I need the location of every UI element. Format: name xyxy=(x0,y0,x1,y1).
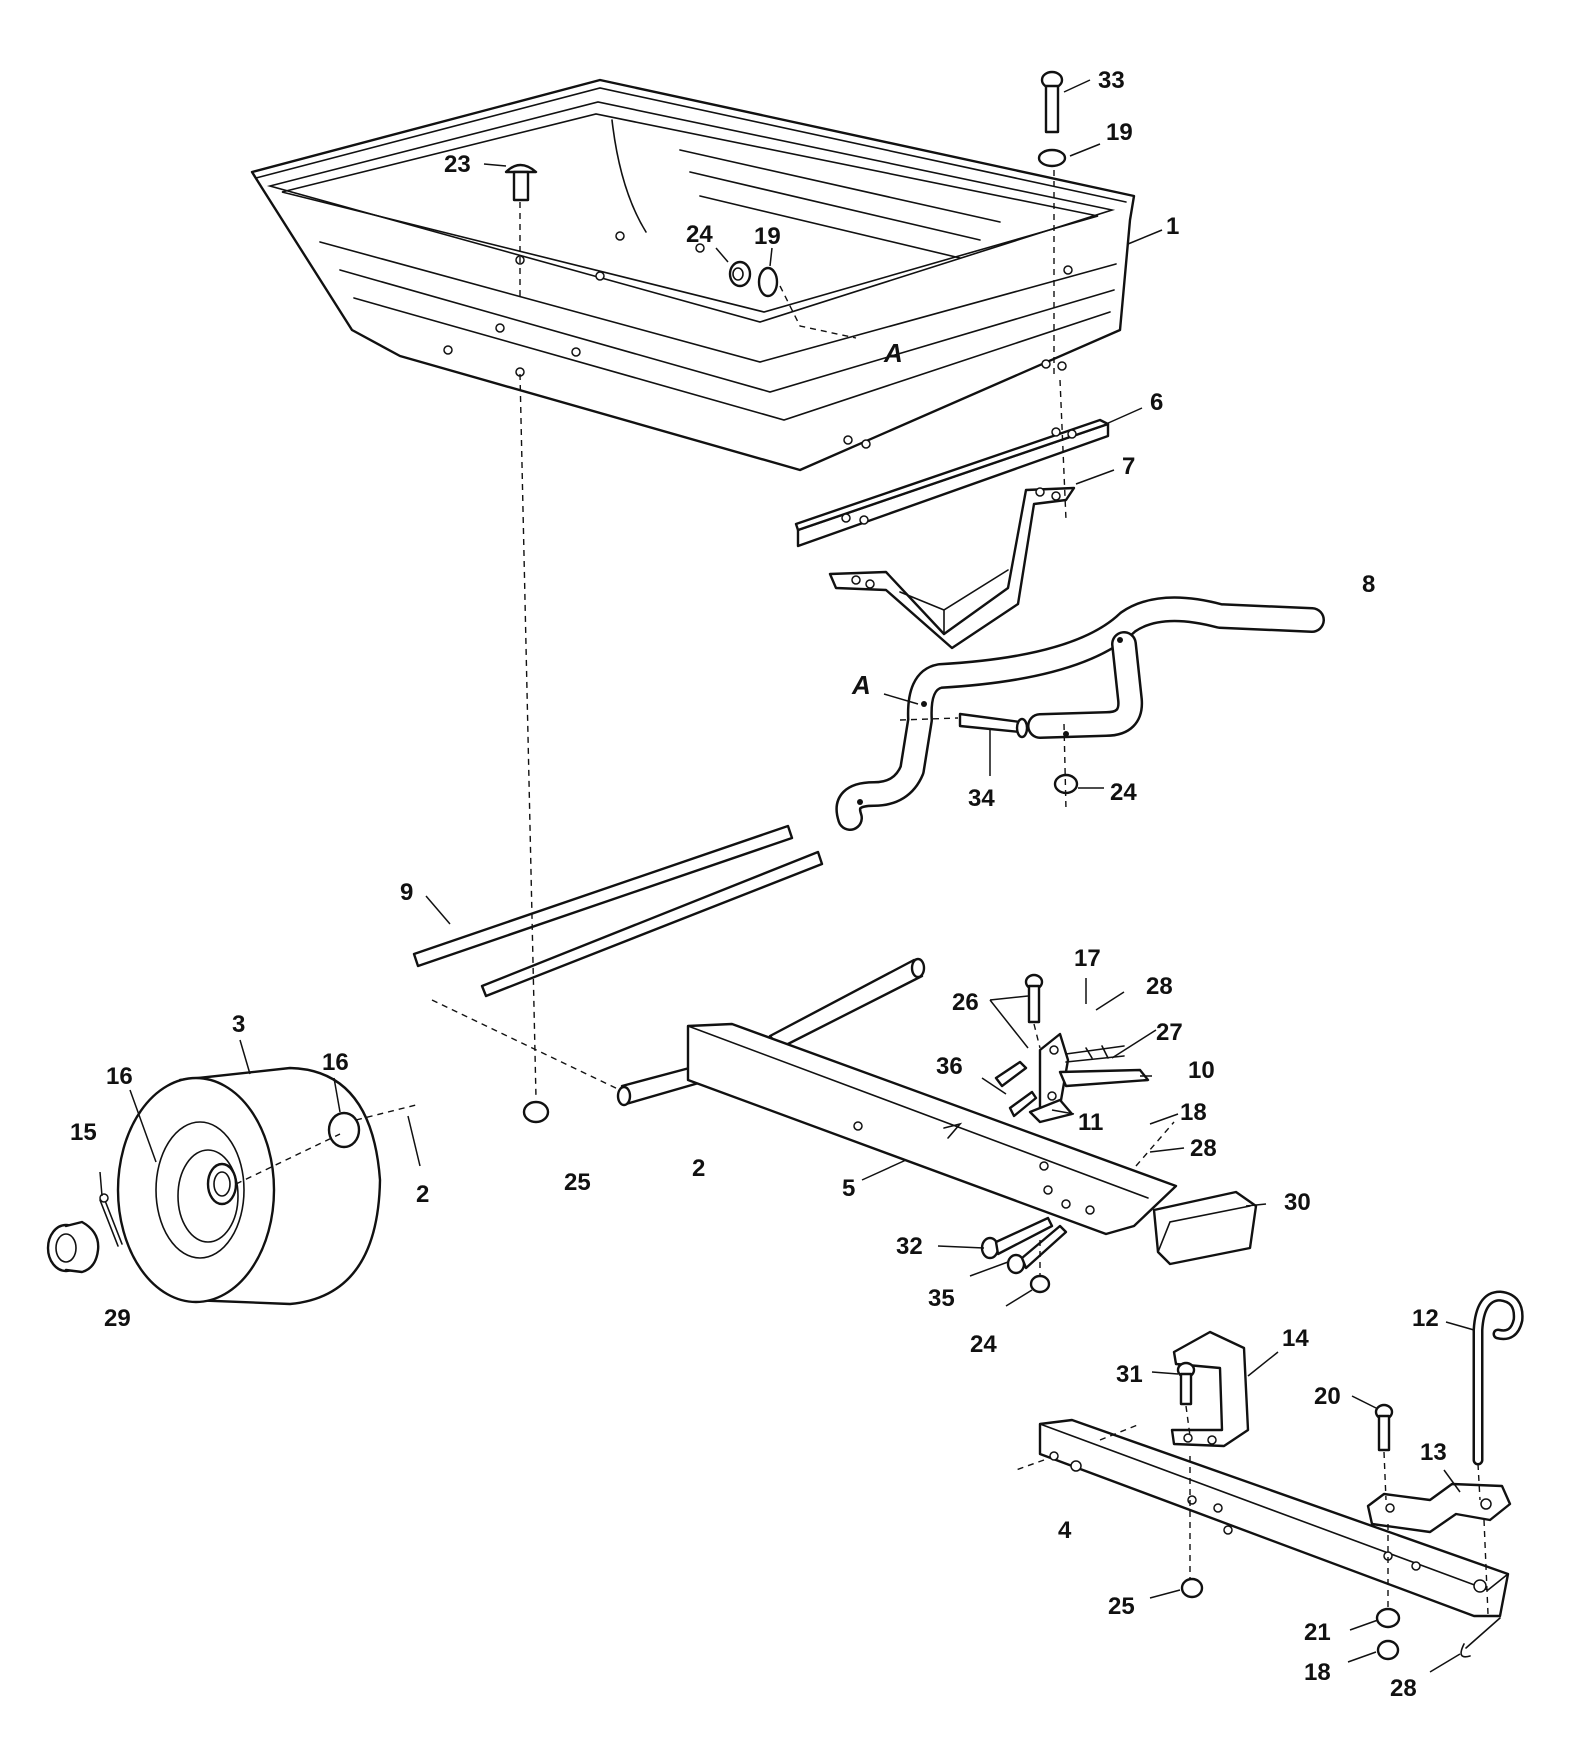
bracket-7 xyxy=(828,486,1076,650)
callout-14: 14 xyxy=(1282,1325,1309,1352)
nut-24-lower xyxy=(1029,1274,1051,1294)
callout-28-towbar: 28 xyxy=(1390,1675,1417,1702)
bolt-26 xyxy=(1024,973,1044,1024)
callout-15: 15 xyxy=(70,1119,97,1146)
callout-34: 34 xyxy=(968,785,995,812)
callout-36: 36 xyxy=(936,1053,963,1080)
callout-12: 12 xyxy=(1412,1305,1439,1332)
frame-5 xyxy=(686,1022,1178,1236)
callout-33: 33 xyxy=(1098,67,1125,94)
callout-19-hopper: 19 xyxy=(754,223,781,250)
washer-19-upper xyxy=(757,266,779,298)
handle-8 xyxy=(835,596,1325,831)
strips-9 xyxy=(412,824,824,998)
callout-6: 6 xyxy=(1150,389,1163,416)
callout-9: 9 xyxy=(400,879,413,906)
callout-13: 13 xyxy=(1420,1439,1447,1466)
callout-27: 27 xyxy=(1156,1019,1183,1046)
bolt-31 xyxy=(1176,1361,1196,1406)
tow-bar-4 xyxy=(1038,1418,1510,1618)
callout-20: 20 xyxy=(1314,1383,1341,1410)
bolt-33 xyxy=(1040,70,1064,134)
callout-16-outer: 16 xyxy=(322,1049,349,1076)
callout-3: 3 xyxy=(232,1011,245,1038)
callout-4: 4 xyxy=(1058,1517,1072,1544)
callout-23: 23 xyxy=(444,151,471,178)
callout-1: 1 xyxy=(1166,213,1179,240)
callout-8: 8 xyxy=(1362,571,1375,598)
callout-7: 7 xyxy=(1122,453,1135,480)
callout-2-wheel: 2 xyxy=(416,1181,429,1208)
washer-21 xyxy=(1375,1607,1401,1629)
callout-18-frame: 18 xyxy=(1180,1099,1207,1126)
nut-25-towbar xyxy=(1180,1577,1204,1599)
callout-35: 35 xyxy=(928,1285,955,1312)
callout-28-frame: 28 xyxy=(1190,1135,1217,1162)
callout-11: 11 xyxy=(1078,1109,1103,1136)
callout-26: 26 xyxy=(952,989,979,1016)
callout-10: 10 xyxy=(1188,1057,1215,1084)
callout-A-handle: A xyxy=(851,670,871,700)
hitch-plate-13 xyxy=(1366,1482,1512,1534)
callout-5: 5 xyxy=(842,1175,855,1202)
callout-29: 29 xyxy=(104,1305,131,1332)
nut-25 xyxy=(522,1100,550,1124)
callout-21: 21 xyxy=(1304,1619,1331,1646)
nut-24-upper xyxy=(728,260,752,288)
bolt-36 xyxy=(994,1060,1038,1118)
callout-A-hopper: A xyxy=(883,338,903,368)
callout-32: 32 xyxy=(896,1233,923,1260)
callout-25-hopper: 25 xyxy=(564,1169,591,1196)
bracket-14 xyxy=(1170,1330,1250,1448)
washer-16 xyxy=(327,1111,361,1149)
callout-24-handle: 24 xyxy=(1110,779,1137,806)
callout-28-linkage: 28 xyxy=(1146,973,1173,1000)
callout-31: 31 xyxy=(1116,1361,1143,1388)
callout-30: 30 xyxy=(1284,1189,1311,1216)
hitch-pin-12 xyxy=(1472,1290,1524,1466)
callout-17: 17 xyxy=(1074,945,1101,972)
callout-24-hopper: 24 xyxy=(686,221,713,248)
wheel-3 xyxy=(116,1066,382,1306)
plate-6 xyxy=(794,418,1110,548)
callout-labels: 33 19 23 24 19 1 A 6 7 8 A 34 24 9 17 28… xyxy=(70,67,1447,1702)
callout-18-towbar: 18 xyxy=(1304,1659,1331,1686)
grip-30 xyxy=(1152,1190,1258,1266)
alignment-lines xyxy=(235,170,1489,1615)
washer-19-top xyxy=(1037,148,1067,168)
washer-18 xyxy=(1376,1639,1400,1661)
bolt-20 xyxy=(1374,1403,1394,1452)
carriage-bolt-23 xyxy=(504,163,538,202)
hopper xyxy=(250,78,1136,472)
leader-lines xyxy=(99,79,1475,1673)
callout-19-top: 19 xyxy=(1106,119,1133,146)
bolt-34 xyxy=(958,712,1029,739)
hub-cap-29 xyxy=(46,1220,100,1274)
callout-16-inner: 16 xyxy=(106,1063,133,1090)
bolt-35 xyxy=(1006,1224,1068,1275)
callout-2-axle: 2 xyxy=(692,1155,705,1182)
callout-25-towbar: 25 xyxy=(1108,1593,1135,1620)
clip-28-towbar xyxy=(1460,1617,1501,1658)
callout-24-frame: 24 xyxy=(970,1331,997,1358)
